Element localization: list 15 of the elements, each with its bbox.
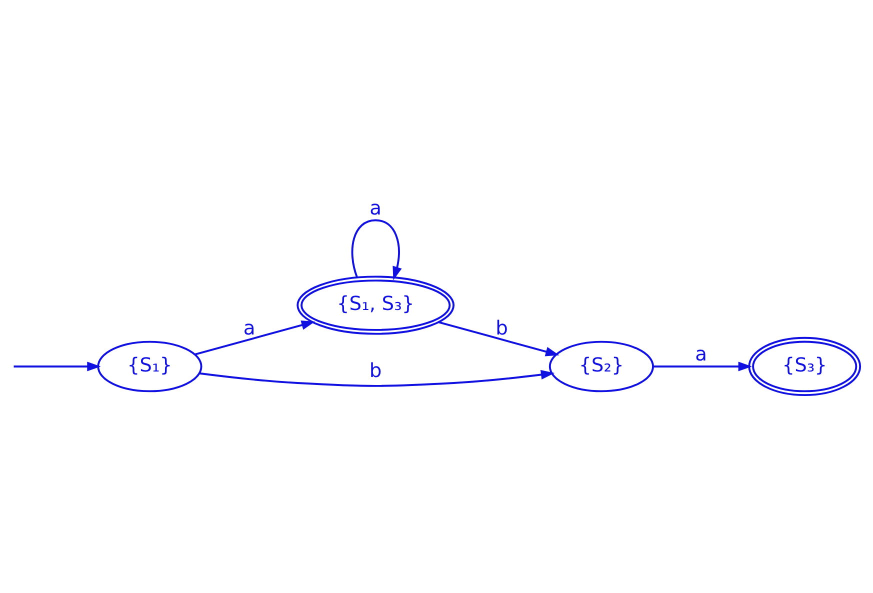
arrow: [14, 361, 101, 371]
node-ellipse: {S₁, S₃}: [296, 275, 455, 334]
edge-label: a: [370, 196, 382, 219]
arrow: [653, 361, 752, 371]
edge-label: b: [496, 316, 508, 339]
arrow: [351, 218, 402, 280]
arrow: [438, 320, 560, 356]
arrow: [199, 369, 555, 386]
node-ellipse: {S₂}: [548, 340, 654, 392]
edge-label: b: [369, 358, 382, 382]
edge-label: a: [243, 316, 256, 339]
edge-label: a: [695, 342, 708, 366]
node-ellipse: {S₃}: [748, 336, 862, 396]
node-ellipse: {S₁}: [97, 340, 202, 392]
arrow: [194, 320, 316, 355]
